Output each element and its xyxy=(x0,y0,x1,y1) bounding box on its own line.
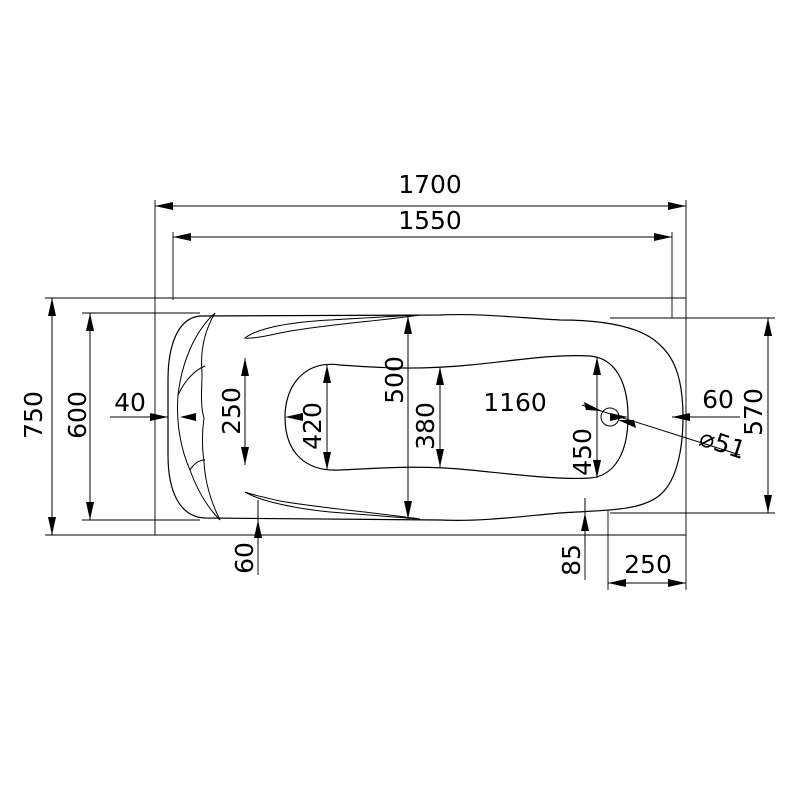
dim-60-bottom-label: 60 xyxy=(230,542,259,574)
dim-750-label: 750 xyxy=(19,391,48,439)
dim-450-label: 450 xyxy=(568,428,597,476)
dim-1700-label: 1700 xyxy=(398,170,462,199)
inner-basin xyxy=(284,355,629,480)
dim-380-label: 380 xyxy=(411,402,440,450)
dim-250-headrest-label: 250 xyxy=(217,387,246,435)
dim-1160-label: 1160 xyxy=(483,388,547,417)
dimension-labels: 1700 1550 40 1160 60 ⌀51 250 750 600 250… xyxy=(19,170,768,579)
bathtub-outline xyxy=(167,312,684,521)
dim-570-label: 570 xyxy=(739,388,768,436)
dim-60-right-label: 60 xyxy=(702,385,734,414)
dim-500-label: 500 xyxy=(380,356,409,404)
dim-85-label: 85 xyxy=(557,544,586,576)
dim-600-label: 600 xyxy=(63,391,92,439)
dim-250-bottom-label: 250 xyxy=(624,550,672,579)
dim-40-label: 40 xyxy=(114,388,146,417)
dimension-lines xyxy=(48,202,772,587)
dim-420-label: 420 xyxy=(298,402,327,450)
dim-1550-label: 1550 xyxy=(398,206,462,235)
